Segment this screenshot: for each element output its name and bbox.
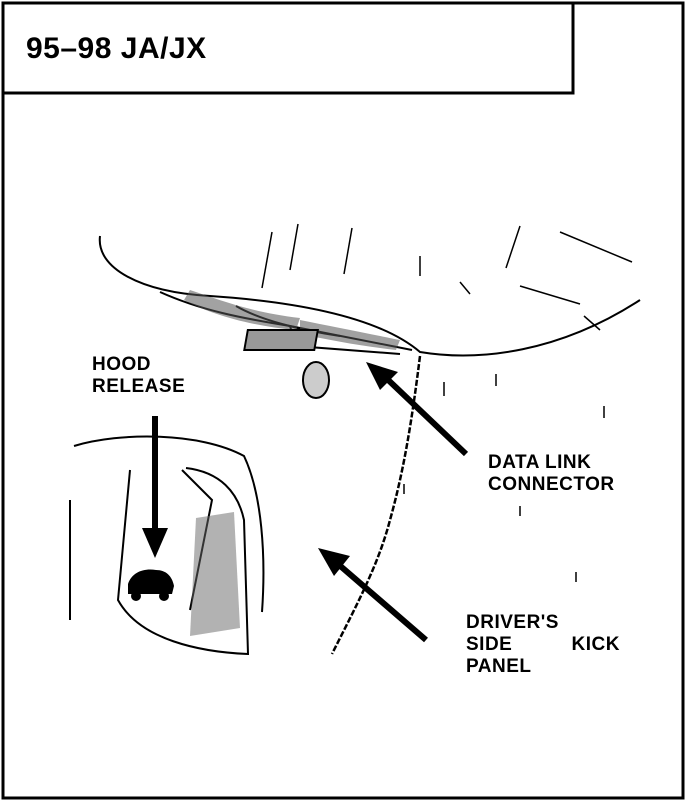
kick-panel-label: DRIVER'S SIDE KICK PANEL — [466, 612, 620, 678]
hood-release-label: HOOD RELEASE — [92, 354, 185, 398]
data-link-connector-shape — [243, 329, 330, 399]
title-box — [1, 1, 575, 95]
kick-panel-line3: PANEL — [466, 656, 532, 677]
kick-panel-word-side: SIDE — [466, 634, 513, 655]
hood-release-line2: RELEASE — [92, 376, 186, 397]
data-link-line1: DATA LINK — [488, 452, 592, 473]
hood-release-line1: HOOD — [92, 354, 151, 375]
hood-release-shading — [190, 512, 240, 636]
kick-panel-arrow — [318, 548, 428, 643]
car-hood-icon — [128, 569, 174, 601]
kick-panel-line2: SIDE KICK — [466, 634, 620, 656]
page-title: 95–98 JA/JX — [26, 32, 207, 65]
kick-panel-line1: DRIVER'S — [466, 612, 559, 633]
kick-panel-texture — [403, 374, 605, 582]
kick-panel-edge — [330, 355, 422, 655]
kick-panel-word-kick: KICK — [571, 634, 620, 655]
hood-release-arrow — [142, 416, 168, 558]
data-link-line2: CONNECTOR — [488, 474, 615, 495]
data-link-connector-label: DATA LINK CONNECTOR — [488, 452, 615, 496]
data-link-arrow — [366, 362, 469, 457]
dash-shading — [184, 290, 400, 350]
